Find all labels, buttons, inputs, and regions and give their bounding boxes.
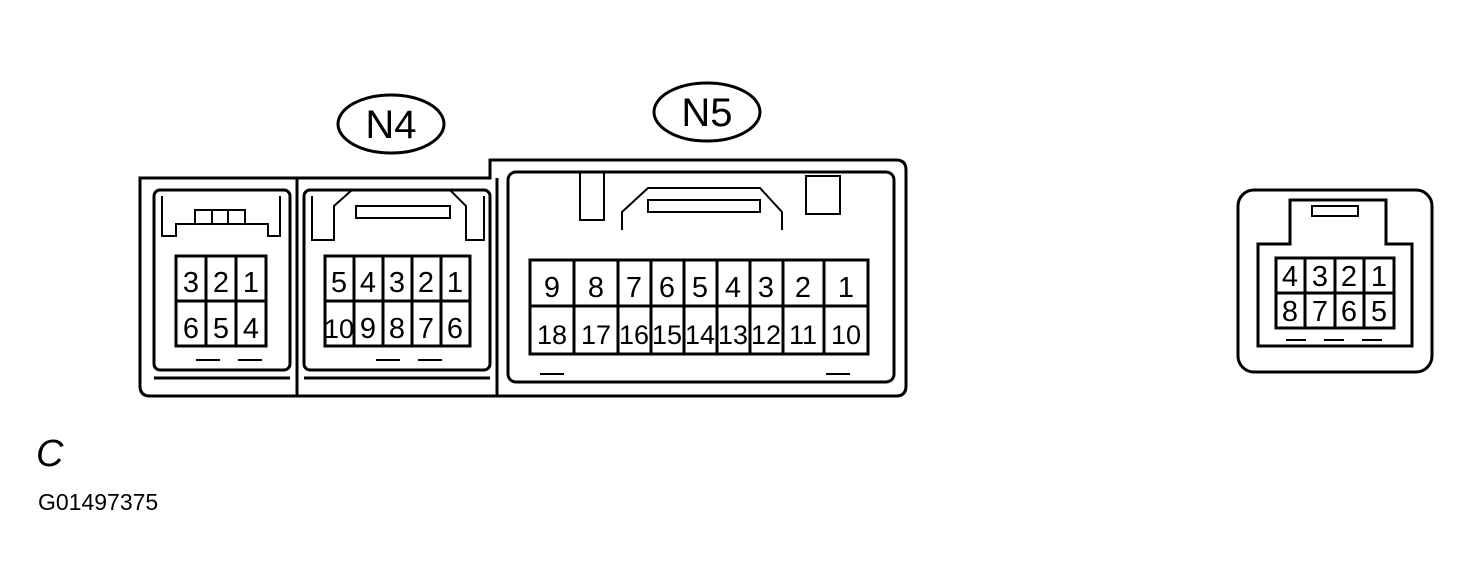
pin-label: 1: [1371, 261, 1387, 293]
pin-label: 7: [626, 272, 642, 304]
pin-label: 4: [1282, 261, 1298, 293]
plug-d: 4 3 2 1 8 7 6 5: [1236, 188, 1434, 374]
pin-label: 2: [418, 267, 434, 299]
pin-label: 9: [360, 313, 376, 345]
pin-label: 7: [1312, 296, 1328, 328]
pin-label: 16: [619, 320, 649, 350]
pin-label: 1: [838, 272, 854, 304]
pin-label: 7: [418, 313, 434, 345]
pin-label: 8: [1282, 296, 1298, 328]
pin-label: 8: [588, 272, 604, 304]
n4-label: N4: [365, 103, 416, 147]
n4-callout: N4: [336, 93, 446, 155]
caption-letter: C: [36, 433, 64, 475]
pin-label: 12: [751, 320, 781, 350]
pin-label: 11: [789, 320, 817, 350]
n5-callout: N5: [652, 81, 762, 143]
pin-label: 1: [243, 267, 259, 299]
pin-label: 3: [758, 272, 774, 304]
connector-housing: [138, 158, 908, 398]
pin-label: 5: [213, 313, 229, 345]
pin-label: 13: [718, 320, 748, 350]
pin-label: 10: [324, 314, 354, 344]
pin-label: 3: [389, 267, 405, 299]
pin-label: 18: [537, 320, 567, 350]
pin-label: 10: [831, 320, 861, 350]
pin-label: 6: [1341, 296, 1357, 328]
plug-b: 5 4 3 2 1 10 9 8 7 6: [323, 254, 472, 348]
pin-label: 8: [389, 313, 405, 345]
pin-label: 6: [183, 313, 199, 345]
pin-label: 6: [447, 313, 463, 345]
pin-label: 14: [685, 320, 715, 350]
pin-label: 3: [183, 267, 199, 299]
pin-label: 6: [659, 272, 675, 304]
pin-label: 4: [725, 272, 741, 304]
pin-label: 4: [360, 267, 376, 299]
pin-label: 2: [795, 272, 811, 304]
plug-a: 3 2 1 6 5 4: [174, 254, 268, 348]
pin-label: 2: [213, 267, 229, 299]
pin-label: 1: [447, 267, 463, 299]
plug-c: 9 8 7 6 5 4 3 2 1 18 17 16 15 14 13 12 1…: [528, 258, 870, 356]
pin-label: 17: [581, 320, 611, 350]
pin-label: 15: [652, 320, 682, 350]
pin-label: 5: [331, 267, 347, 299]
pin-label: 5: [1371, 296, 1387, 328]
figure-code: G01497375: [38, 489, 158, 515]
pin-label: 5: [692, 272, 708, 304]
n5-label: N5: [681, 91, 732, 135]
pin-label: 2: [1341, 261, 1357, 293]
pin-label: 4: [243, 313, 259, 345]
pin-label: 3: [1312, 261, 1328, 293]
pin-label: 9: [544, 272, 560, 304]
